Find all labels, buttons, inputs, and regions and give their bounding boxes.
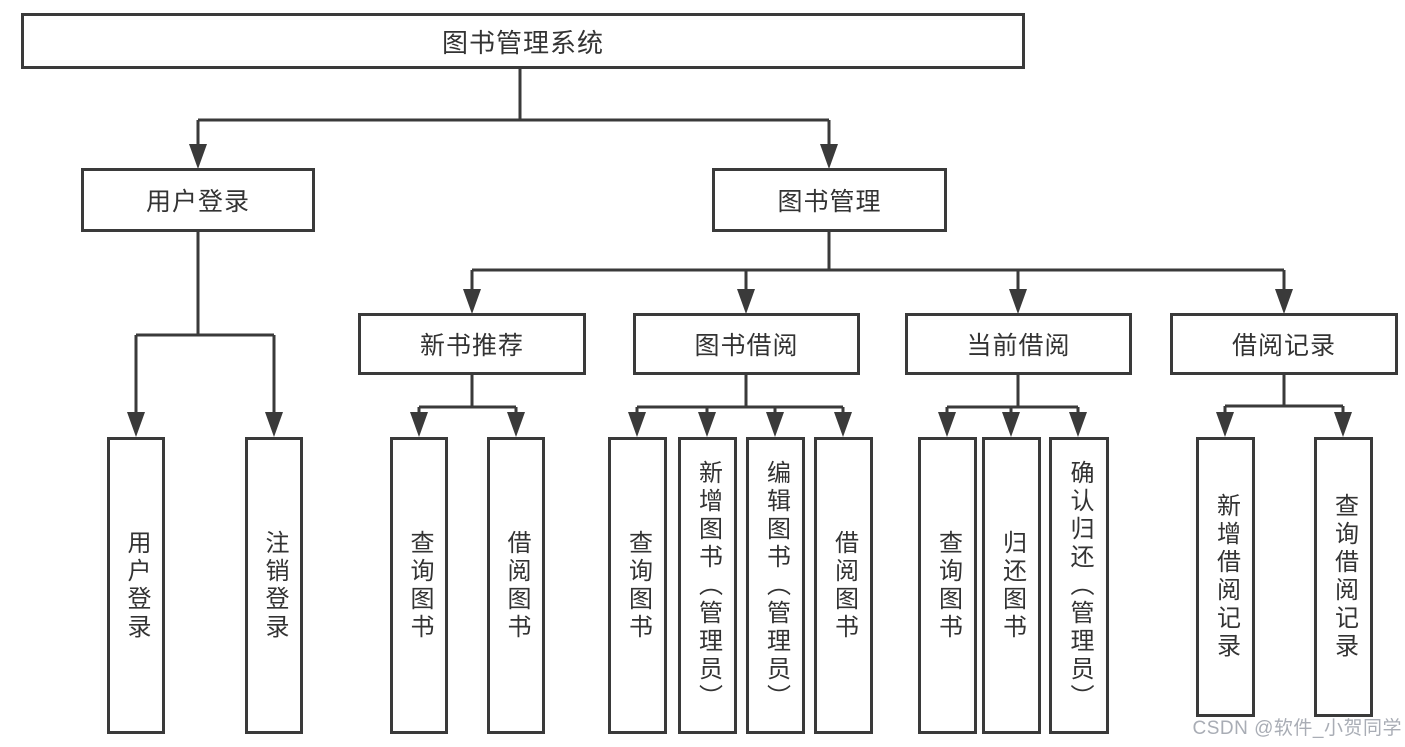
node-label: 注销登录: [261, 529, 288, 642]
node-label: 借阅记录: [1231, 332, 1336, 360]
node-label: 查询借阅记录: [1330, 493, 1358, 661]
node-leaf-query-borrow-record: 查询借阅记录: [1314, 437, 1373, 717]
node-leaf-borrow-books-2: 借阅图书: [814, 437, 873, 734]
node-label: 新书推荐: [419, 332, 524, 360]
node-label: 图书管理系统: [441, 27, 604, 58]
node-label: 用户登录: [145, 188, 250, 216]
node-label: 查询图书: [934, 529, 962, 642]
node-label: 图书管理: [777, 188, 882, 216]
node-group-borrow-records: 借阅记录: [1170, 313, 1398, 375]
node-root-library-management-system: 图书管理系统: [21, 13, 1025, 69]
node-leaf-borrow-books-1: 借阅图书: [487, 437, 545, 734]
node-leaf-edit-books-admin: 编辑图书（管理员）: [746, 437, 805, 734]
node-label: 确认归还（管理员）: [1066, 459, 1093, 712]
node-leaf-return-books: 归还图书: [982, 437, 1041, 734]
node-label: 用户登录: [123, 529, 150, 642]
node-branch-user-login: 用户登录: [81, 168, 315, 232]
node-leaf-query-books-1: 查询图书: [390, 437, 448, 734]
csdn-watermark: CSDN @软件_小贺同学: [1192, 718, 1402, 739]
node-label: 编辑图书（管理员）: [762, 459, 790, 712]
node-group-book-borrow: 图书借阅: [633, 313, 860, 375]
node-group-new-book-recommend: 新书推荐: [358, 313, 586, 375]
node-label: 查询图书: [624, 529, 652, 642]
node-label: 借阅图书: [830, 529, 858, 642]
node-leaf-user-login: 用户登录: [107, 437, 165, 734]
node-label: 图书借阅: [694, 332, 799, 360]
node-leaf-query-books-3: 查询图书: [918, 437, 977, 734]
node-leaf-add-books-admin: 新增图书（管理员）: [678, 437, 737, 734]
node-leaf-logout: 注销登录: [245, 437, 303, 734]
node-label: 当前借阅: [966, 332, 1071, 360]
node-label: 借阅图书: [503, 529, 530, 642]
node-label: 新增图书（管理员）: [694, 459, 722, 712]
node-label: 归还图书: [998, 529, 1026, 642]
node-leaf-add-borrow-record: 新增借阅记录: [1196, 437, 1255, 717]
node-leaf-confirm-return-admin: 确认归还（管理员）: [1049, 437, 1109, 734]
node-label: 新增借阅记录: [1212, 493, 1240, 661]
node-group-current-borrow: 当前借阅: [905, 313, 1132, 375]
node-leaf-query-books-2: 查询图书: [608, 437, 667, 734]
node-branch-book-management: 图书管理: [712, 168, 947, 232]
node-label: 查询图书: [406, 529, 433, 642]
